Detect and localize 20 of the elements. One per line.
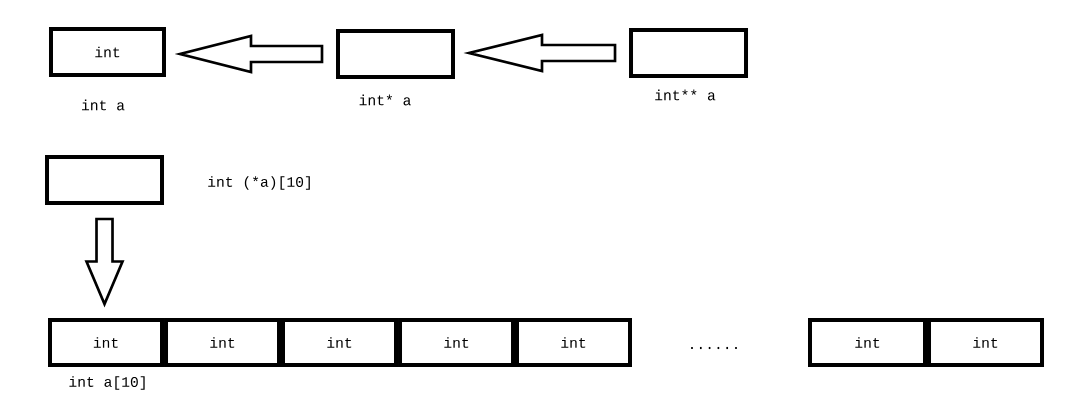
array-cell: int xyxy=(164,318,281,367)
array-cell: int xyxy=(48,318,164,367)
block-arrow xyxy=(84,217,125,308)
ellipsis: ...... xyxy=(691,346,737,350)
variable-label: int a[10] xyxy=(69,376,145,390)
memory-box xyxy=(45,155,164,205)
variable-label: int** a xyxy=(655,89,716,101)
variable-label: int (*a)[10] xyxy=(208,176,310,190)
array-cell: int xyxy=(515,318,632,367)
block-arrow xyxy=(463,33,617,73)
block-arrow xyxy=(174,34,324,74)
array-cell: int xyxy=(927,318,1044,367)
variable-label: int a xyxy=(82,99,125,111)
memory-box xyxy=(336,29,455,79)
memory-box: int xyxy=(49,27,166,77)
variable-label: int* a xyxy=(359,94,411,106)
array-cell: int xyxy=(398,318,515,367)
array-cell: int xyxy=(808,318,927,367)
memory-box xyxy=(629,28,748,78)
array-cell: int xyxy=(281,318,398,367)
